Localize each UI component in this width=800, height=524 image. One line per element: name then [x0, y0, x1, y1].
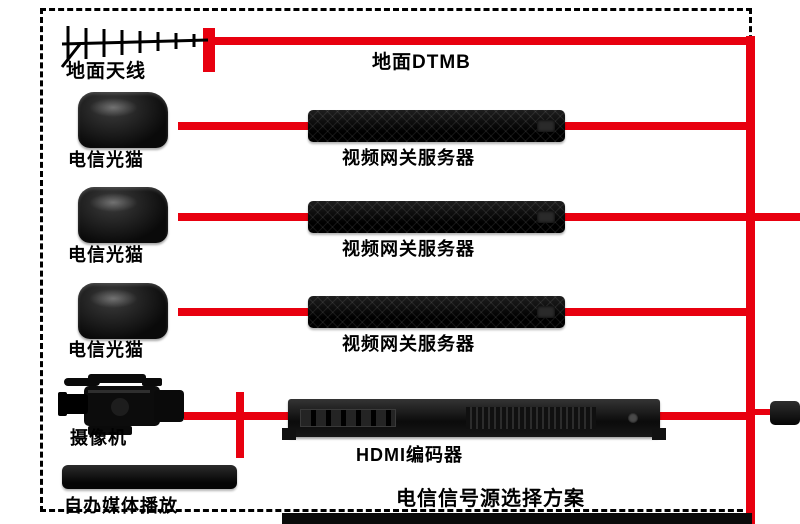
dtmb-line-label: 地面DTMB [372, 52, 471, 73]
camera-media-junction-line [236, 392, 244, 458]
line-server3-to-bus [560, 308, 748, 316]
antenna-icon [60, 26, 209, 68]
modem-label: 电信光猫 [68, 245, 144, 265]
media-player-label: 自办媒体播放 [64, 496, 178, 516]
video-gateway-server-icon [308, 201, 565, 233]
modem-label: 电信光猫 [68, 340, 144, 360]
line-server1-to-bus [560, 122, 748, 130]
line-antenna-to-bus [214, 37, 748, 45]
antenna-label: 地面天线 [66, 61, 147, 82]
encoder-vent [466, 407, 596, 429]
modem-label: 电信光猫 [68, 150, 144, 170]
server-label: 视频网关服务器 [342, 334, 475, 354]
line-encoder-to-bus [656, 412, 748, 420]
bottom-device-bar [282, 513, 752, 524]
server-label: 视频网关服务器 [342, 239, 475, 259]
hdmi-encoder-icon [282, 399, 666, 440]
line-bus-to-dongle [752, 409, 772, 415]
optical-modem-icon [78, 187, 168, 243]
video-gateway-server-icon [308, 296, 565, 328]
camera-icon [58, 374, 184, 435]
media-player-icon [62, 465, 237, 489]
diagram-title: 电信信号源选择方案 [396, 488, 585, 510]
optical-modem-icon [78, 283, 168, 339]
line-modem3-to-server3 [178, 308, 312, 316]
video-gateway-server-icon [308, 110, 565, 142]
line-modem2-to-server2 [178, 213, 312, 221]
line-modem1-to-server1 [178, 122, 312, 130]
camera-label: 摄像机 [70, 428, 127, 448]
encoder-power-led [628, 413, 638, 423]
line-server2-to-bus [560, 213, 800, 221]
bus-line-vertical [746, 36, 755, 524]
optical-modem-icon [78, 92, 168, 148]
receiver-dongle-icon [770, 401, 800, 425]
encoder-label: HDMI编码器 [356, 445, 463, 465]
server-label: 视频网关服务器 [342, 148, 475, 168]
encoder-ports [300, 409, 396, 427]
